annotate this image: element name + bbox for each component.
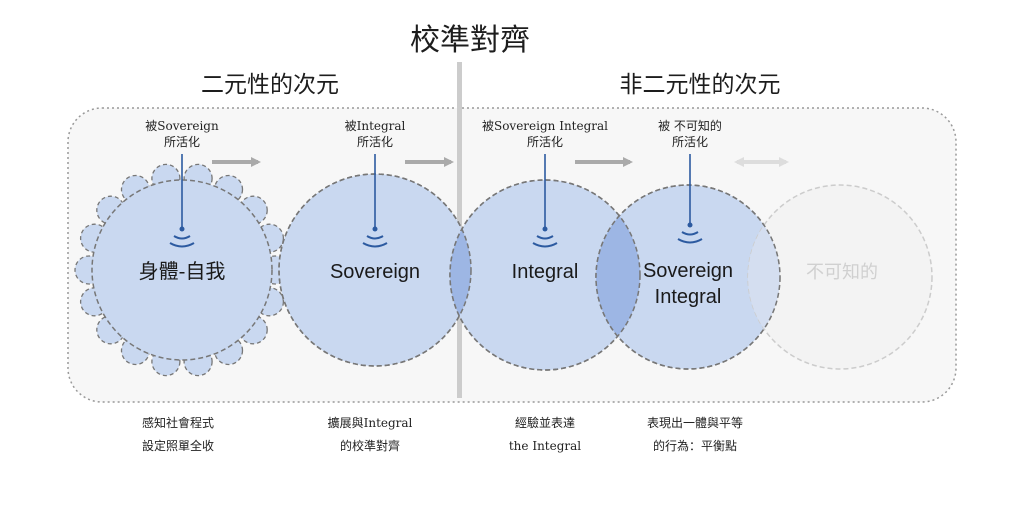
caption-3-line2: the Integral — [509, 439, 581, 453]
activator-label-1-line2: 所活化 — [164, 135, 200, 149]
caption-2-line1: 擴展與Integral — [328, 415, 413, 430]
caption-1-line2: 設定照單全收 — [142, 438, 214, 453]
circle-body-self — [91, 179, 273, 361]
caption-3-line1: 經驗並表達 — [515, 416, 575, 430]
circle-label-sovereign-integral-line2: Integral — [655, 286, 722, 308]
activator-label-3-line2: 所活化 — [527, 135, 563, 149]
caption-4-line2: 的行為：平衡點 — [653, 438, 737, 453]
caption-2-line2: 的校準對齊 — [340, 438, 400, 453]
circle-integral-outline — [449, 179, 641, 371]
signal-wave-icon — [173, 235, 191, 240]
activator-label-2-line1: 被Integral — [345, 119, 406, 133]
activator-label-4-line2: 所活化 — [672, 135, 708, 149]
circle-label-integral: Integral — [512, 261, 579, 283]
signal-wave-icon — [366, 235, 384, 240]
circle-label-unknowable: 不可知的 — [806, 262, 878, 283]
section-title-non-duality: 非二元性的次元 — [620, 72, 781, 98]
pointer-4 — [677, 154, 703, 244]
caption-1-line1: 感知社會程式 — [142, 415, 214, 430]
activator-label-3-line1: 被Sovereign Integral — [482, 119, 608, 133]
activator-label-4-line1: 被 不可知的 — [658, 118, 722, 133]
pointer-1 — [169, 154, 195, 248]
signal-wave-icon — [681, 231, 699, 236]
circle-sovereign-integral-outline — [595, 184, 781, 370]
circle-label-body-self: 身體-自我 — [139, 259, 226, 283]
caption-4-line1: 表現出一體與平等 — [647, 416, 743, 430]
pointer-3 — [532, 154, 558, 248]
page-title: 校準對齊 — [410, 23, 530, 58]
circle-label-sovereign-integral-line1: Sovereign — [643, 260, 733, 282]
activator-label-1-line1: 被Sovereign — [145, 119, 219, 133]
pointer-2 — [362, 154, 388, 248]
section-title-duality: 二元性的次元 — [201, 72, 339, 98]
circle-label-sovereign: Sovereign — [330, 261, 420, 283]
activator-label-2-line2: 所活化 — [357, 135, 393, 149]
signal-wave-icon — [536, 235, 554, 240]
